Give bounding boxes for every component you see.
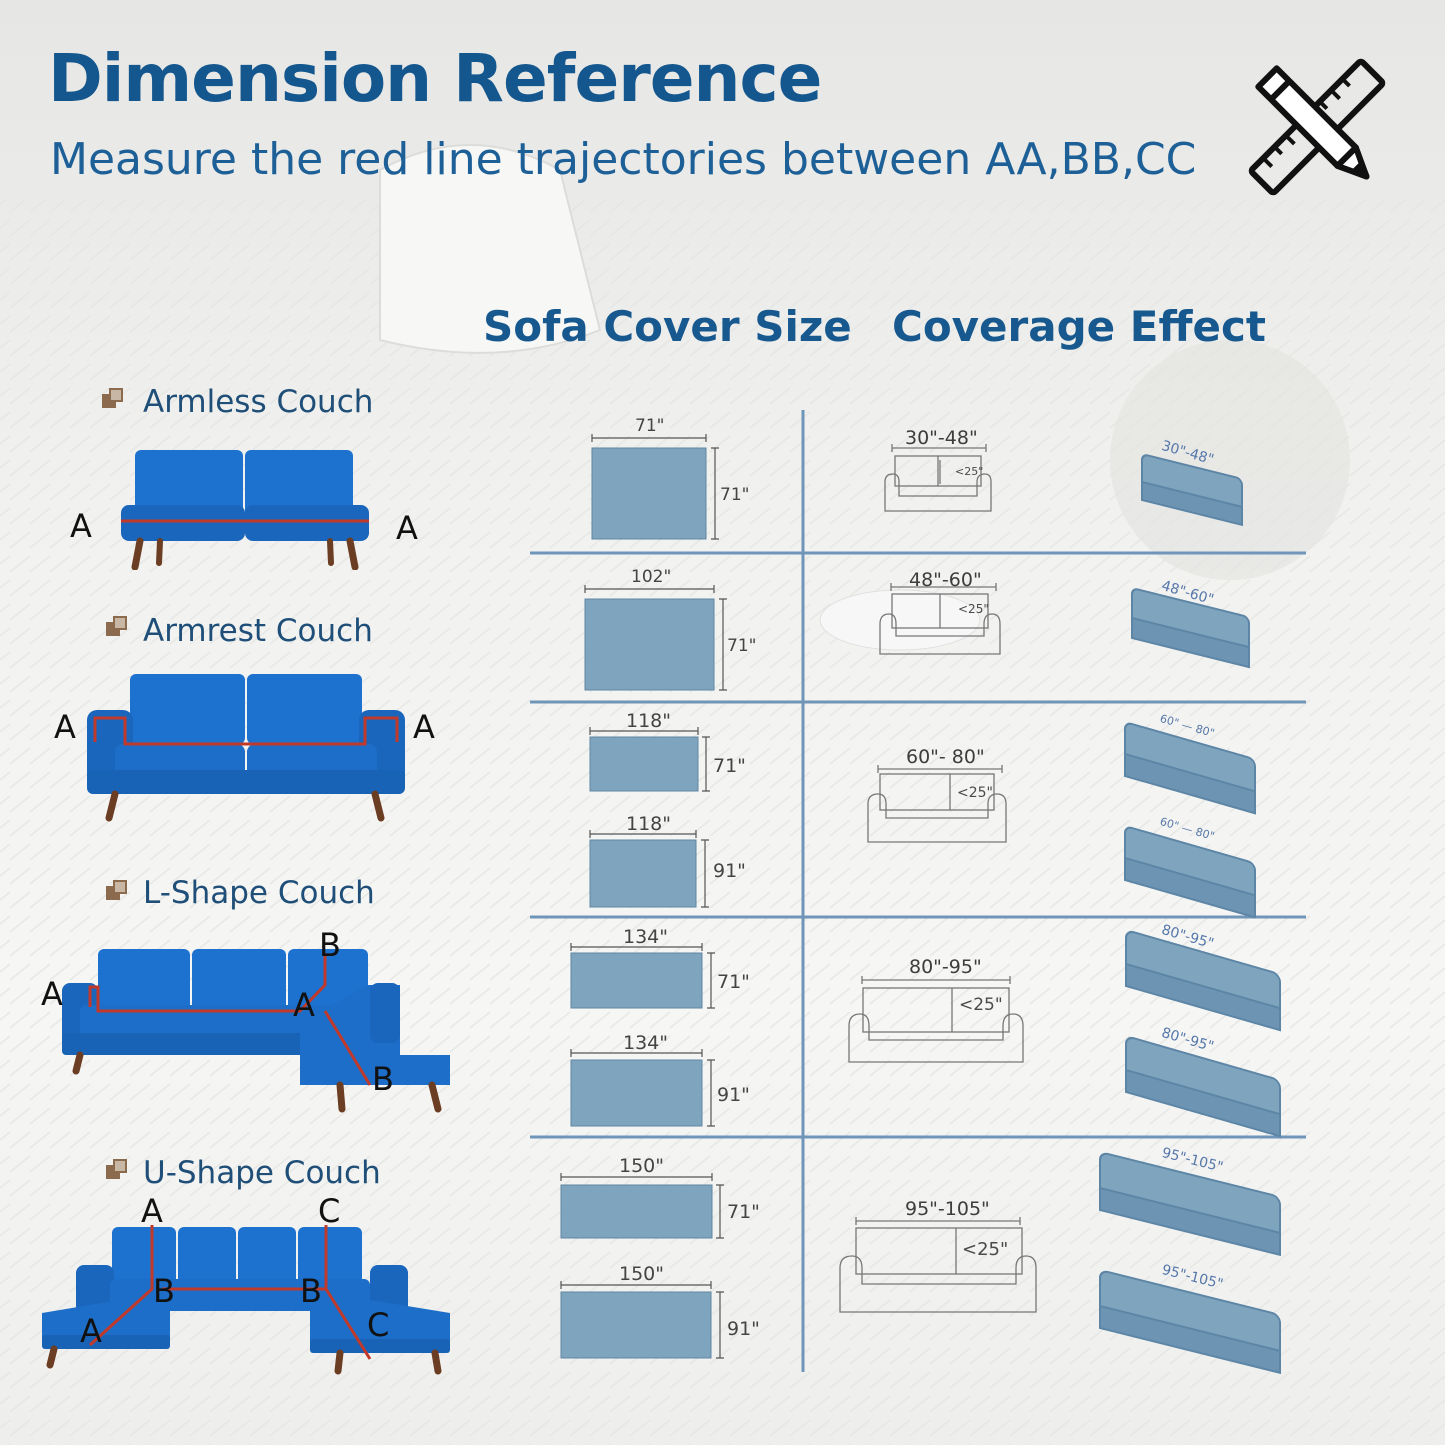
- cover-rect: [570, 1059, 703, 1127]
- covered-sofa-glyph: [1124, 826, 1256, 919]
- covered-sofa-glyph: [1125, 930, 1281, 1032]
- marker-b-right: B: [300, 1272, 322, 1310]
- armrest-couch-image: [87, 674, 405, 822]
- marker-a-corner: A: [293, 986, 315, 1024]
- page-title: Dimension Reference: [48, 40, 822, 117]
- size-height: 91": [727, 1318, 760, 1340]
- covered-sofa-glyph: [1131, 588, 1250, 669]
- coverage-depth: <25": [962, 1239, 1009, 1260]
- marker-b-top: B: [319, 926, 341, 964]
- cover-rect: [584, 598, 715, 691]
- marker-b-left: B: [153, 1272, 175, 1310]
- outline-sofa: [839, 1227, 1037, 1313]
- coverage-range: 48"-60": [909, 569, 982, 591]
- cover-rect: [589, 736, 699, 792]
- size-height: 91": [717, 1084, 750, 1106]
- couch-label-armless: Armless Couch: [143, 384, 374, 420]
- cover-rect: [560, 1184, 713, 1239]
- marker-a-top: A: [141, 1192, 163, 1230]
- couch-label-u-shape: U-Shape Couch: [143, 1155, 381, 1191]
- covered-sofa-glyph: [1099, 1270, 1281, 1375]
- coverage-depth: <25": [957, 785, 993, 801]
- marker-a-left: A: [70, 507, 92, 545]
- cover-rect: [589, 839, 697, 908]
- sofa-tag-icon: [106, 616, 127, 636]
- size-height: 71": [717, 971, 750, 993]
- marker-b-bottom: B: [372, 1060, 394, 1098]
- sofa-tag-icon: [106, 880, 127, 900]
- marker-a-right: A: [396, 509, 418, 547]
- column-header-size: Sofa Cover Size: [483, 302, 852, 351]
- coverage-range: 95"-105": [905, 1198, 990, 1220]
- coverage-range: 60"- 80": [906, 746, 985, 768]
- cover-rect: [591, 447, 707, 540]
- armless-couch-image: [121, 450, 369, 570]
- page-subtitle: Measure the red line trajectories betwee…: [50, 134, 1197, 185]
- size-height: 71": [720, 485, 750, 505]
- size-height: 91": [713, 860, 746, 882]
- couch-label-armrest: Armrest Couch: [143, 613, 373, 649]
- marker-c-bottom: C: [367, 1306, 390, 1344]
- size-width: 71": [635, 416, 665, 436]
- size-height: 71": [727, 636, 757, 656]
- l-shape-couch-image: [62, 949, 450, 1113]
- outline-sofa: [848, 987, 1024, 1063]
- size-height: 71": [713, 755, 746, 777]
- cover-rect: [570, 952, 703, 1009]
- size-height: 71": [727, 1201, 760, 1223]
- couch-label-l-shape: L-Shape Couch: [143, 875, 375, 911]
- size-width: 118": [626, 710, 672, 732]
- size-width: 134": [623, 1032, 669, 1054]
- covered-sofa-glyph: [1125, 1036, 1281, 1138]
- size-width: 134": [623, 926, 669, 948]
- outline-sofa: [867, 773, 1007, 843]
- size-width: 118": [626, 813, 672, 835]
- outline-sofa: [884, 455, 992, 512]
- marker-c-top: C: [318, 1192, 341, 1230]
- covered-sofa-glyph: [1124, 722, 1256, 815]
- marker-a-bottom: A: [80, 1312, 102, 1350]
- size-width: 102": [631, 567, 672, 587]
- u-shape-couch-image: [42, 1225, 450, 1375]
- covered-sofa-glyph: [1141, 454, 1243, 527]
- coverage-range: 30"-48": [905, 427, 978, 449]
- marker-a-left: A: [54, 708, 76, 746]
- ruler-pencil-cross-icon: [1248, 58, 1386, 196]
- covered-sofa-glyph: [1099, 1152, 1281, 1257]
- size-width: 150": [619, 1263, 665, 1285]
- marker-a-left: A: [41, 975, 63, 1013]
- cover-rect: [560, 1291, 712, 1359]
- coverage-depth: <25": [959, 995, 1003, 1015]
- marker-a-right: A: [413, 708, 435, 746]
- coverage-depth: <25": [955, 465, 984, 478]
- sofa-tag-icon: [102, 388, 123, 408]
- outline-sofa: [879, 593, 1001, 655]
- coverage-depth: <25": [958, 602, 989, 616]
- sofa-tag-icon: [106, 1159, 127, 1179]
- coverage-range: 80"-95": [909, 956, 982, 978]
- column-header-effect: Coverage Effect: [892, 302, 1266, 351]
- size-width: 150": [619, 1155, 665, 1177]
